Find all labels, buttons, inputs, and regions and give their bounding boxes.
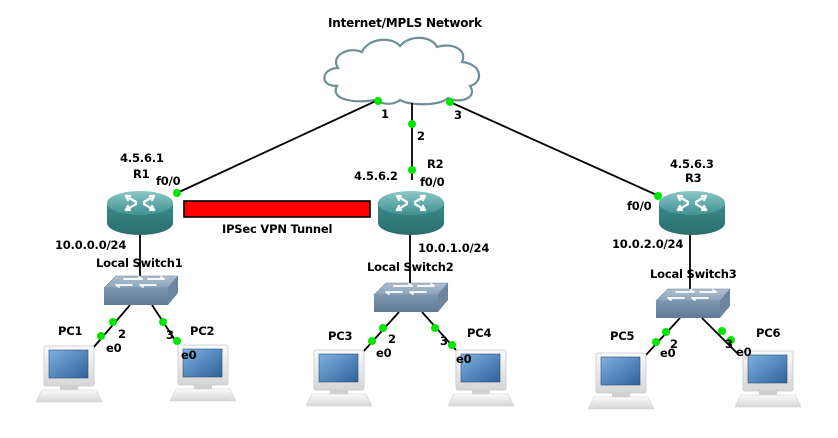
ipsec-vpn-tunnel-bar[interactable]	[183, 200, 371, 218]
r1-interface: f0/0	[156, 174, 181, 188]
pc3-icon[interactable]	[305, 349, 373, 407]
pc3-interface: e0	[376, 346, 392, 360]
pc2-interface: e0	[181, 348, 197, 362]
port-dot-r2-f0	[408, 166, 416, 174]
link-sw1-pc1[interactable]	[92, 304, 131, 349]
port-dot-cloud-2	[408, 120, 416, 128]
r3-name: R3	[685, 171, 702, 185]
r2-name: R2	[427, 157, 444, 171]
network-title: Internet/MPLS Network	[328, 16, 482, 30]
pc1-interface: e0	[106, 341, 122, 355]
sw2-port-3-label: 3	[440, 334, 448, 348]
switch3-name: Local Switch3	[650, 267, 737, 281]
router-r3-icon[interactable]	[657, 189, 727, 237]
port-dot-sw3-2	[662, 328, 670, 336]
router-r1-icon[interactable]	[105, 189, 175, 237]
pc2-icon[interactable]	[169, 344, 237, 402]
port-dot-cloud-3	[446, 98, 454, 106]
port-dot-sw3-3	[718, 327, 726, 335]
pc5-icon[interactable]	[587, 352, 655, 410]
cloud-icon	[323, 36, 480, 106]
r3-lan-subnet: 10.0.2.0/24	[612, 237, 684, 251]
sw1-port-3-label: 3	[166, 328, 174, 342]
pc6-interface: e0	[736, 345, 752, 359]
link-r1-cloud[interactable]	[176, 99, 379, 194]
switch2-name: Local Switch2	[367, 260, 454, 274]
pc2-name: PC2	[190, 324, 215, 338]
switch-2-icon[interactable]	[373, 282, 449, 313]
port-dot-sw2-2	[379, 324, 387, 332]
vpn-tunnel-label: IPSec VPN Tunnel	[222, 222, 333, 236]
sw3-port-3-label: 3	[725, 337, 733, 351]
pc1-icon[interactable]	[35, 345, 103, 403]
sw2-port-2-label: 2	[388, 332, 396, 346]
port-dot-pc1-e0	[97, 332, 105, 340]
port-dot-pc4-e0	[448, 341, 456, 349]
port-dot-r1-f0	[173, 189, 181, 197]
port-status-dots	[97, 97, 735, 349]
sw1-port-2-label: 2	[118, 327, 126, 341]
port-dot-pc2-e0	[173, 337, 181, 345]
pc4-name: PC4	[467, 326, 492, 340]
pc4-interface: e0	[456, 352, 472, 366]
pc6-icon[interactable]	[734, 350, 802, 408]
r3-interface: f0/0	[627, 199, 652, 213]
pc6-name: PC6	[756, 326, 781, 340]
port-dot-pc5-e0	[652, 338, 660, 346]
port-dot-cloud-1	[374, 97, 382, 105]
r1-public-ip: 4.5.6.1	[120, 151, 164, 165]
r1-name: R1	[133, 167, 150, 181]
port-dot-sw2-3	[431, 324, 439, 332]
port-dot-r3-f0	[654, 192, 662, 200]
port-dot-pc3-e0	[368, 337, 376, 345]
port-dot-pc6-e0	[727, 336, 735, 344]
switch1-name: Local Switch1	[96, 256, 183, 270]
cloud-port-3-label: 3	[454, 108, 462, 122]
pc5-name: PC5	[610, 329, 635, 343]
link-sw3-pc6[interactable]	[701, 317, 738, 354]
switch-3-icon[interactable]	[655, 288, 731, 319]
r1-lan-subnet: 10.0.0.0/24	[55, 238, 127, 252]
link-sw3-pc5[interactable]	[644, 317, 681, 357]
cloud-internet-mpls[interactable]	[323, 36, 480, 106]
pc1-name: PC1	[58, 324, 83, 338]
pc5-interface: e0	[660, 346, 676, 360]
link-sw2-pc3[interactable]	[362, 311, 400, 353]
r2-public-ip: 4.5.6.2	[354, 169, 398, 183]
cloud-port-2-label: 2	[417, 129, 425, 143]
port-dot-sw1-2	[109, 318, 117, 326]
r2-interface: f0/0	[420, 175, 445, 189]
link-r3-cloud[interactable]	[449, 101, 660, 197]
pc3-name: PC3	[328, 329, 353, 343]
cloud-port-1-label: 1	[381, 107, 389, 121]
r2-lan-subnet: 10.0.1.0/24	[418, 241, 490, 255]
port-dot-sw1-3	[159, 318, 167, 326]
router-r2-icon[interactable]	[376, 189, 446, 237]
r3-public-ip: 4.5.6.3	[670, 157, 714, 171]
switch-1-icon[interactable]	[103, 275, 179, 306]
sw3-port-2-label: 2	[670, 337, 678, 351]
